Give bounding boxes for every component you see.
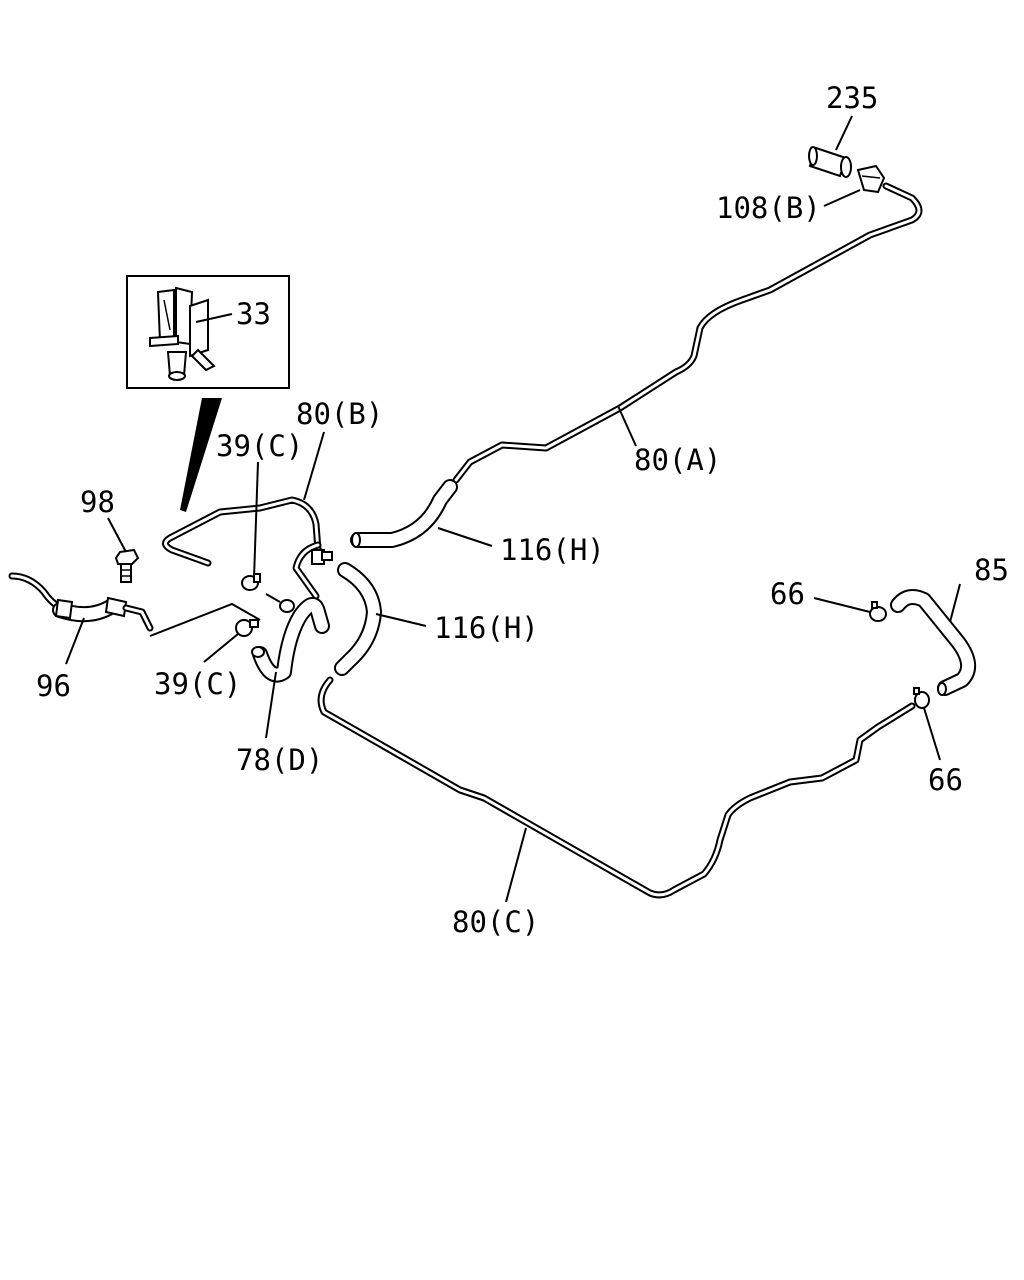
label-235: 235 (826, 81, 878, 115)
hose-116h-middle (334, 562, 382, 676)
label-116h-mid: 116(H) (434, 611, 539, 645)
clip-joint (311, 549, 333, 565)
label-108b: 108(B) (716, 191, 821, 225)
pipe-80a (452, 182, 923, 484)
clamp-39c-lower (235, 619, 259, 637)
detail-box-33 (126, 275, 290, 389)
clamp-66-lower (913, 687, 930, 709)
label-80b: 80(B) (296, 397, 383, 431)
part-96 (8, 572, 154, 632)
label-85: 85 (974, 553, 1009, 587)
clamp-66-upper (869, 601, 887, 622)
bolt-98 (114, 548, 140, 583)
hose-78d (251, 597, 330, 683)
label-116h-top: 116(H) (500, 533, 605, 567)
label-66-bottom: 66 (928, 763, 963, 797)
leader-lines (65, 115, 961, 903)
label-39c-bottom: 39(C) (154, 667, 241, 701)
hose-116h-upper (350, 479, 458, 548)
clip-108b (856, 164, 886, 194)
detail-pointer-wedge (180, 398, 222, 512)
pipe-80c (317, 676, 916, 899)
part-235 (808, 146, 852, 178)
label-98: 98 (80, 485, 115, 519)
label-78d: 78(D) (236, 743, 323, 777)
hose-85 (890, 588, 976, 696)
pipe-80b (162, 496, 328, 600)
label-39c-top: 39(C) (216, 429, 303, 463)
fitting-small (279, 599, 295, 613)
label-66-top: 66 (770, 577, 805, 611)
label-80a: 80(A) (634, 443, 721, 477)
label-96: 96 (36, 669, 71, 703)
clamp-39c-upper (241, 573, 261, 591)
label-80c: 80(C) (452, 905, 539, 939)
label-33: 33 (236, 297, 271, 331)
